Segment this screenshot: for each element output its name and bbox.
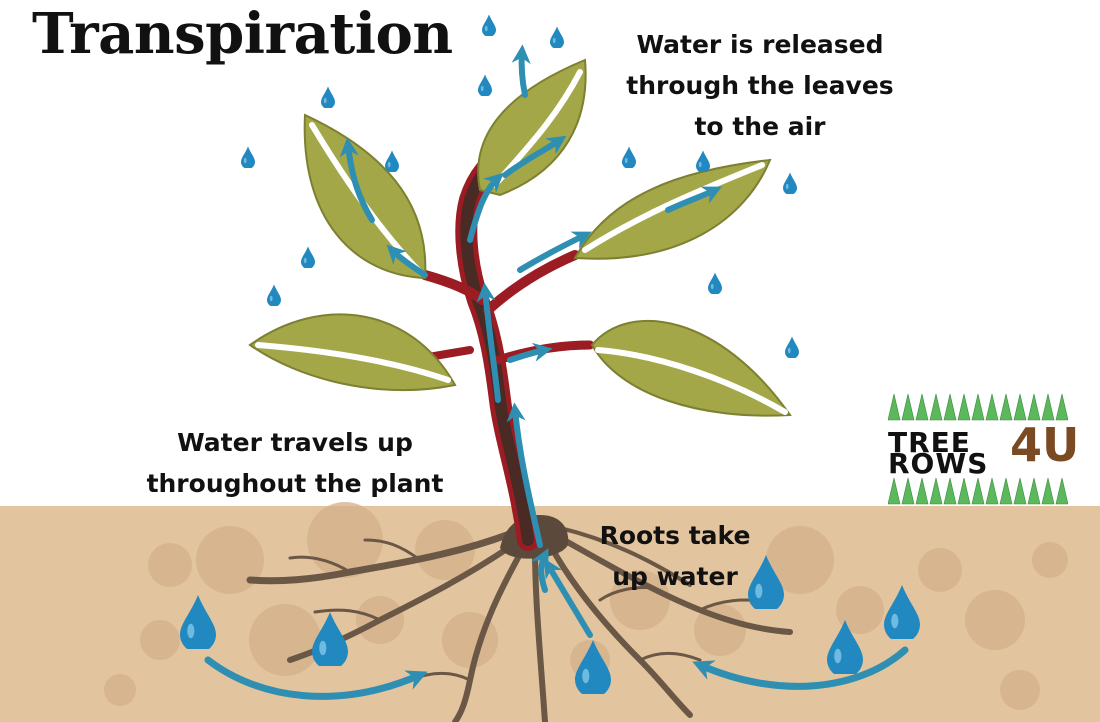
logo-line1: TREE bbox=[888, 426, 971, 459]
stem bbox=[381, 139, 595, 551]
leaf bbox=[248, 313, 457, 391]
roots-label: Roots take up water bbox=[599, 521, 751, 591]
water-flow-arrows bbox=[339, 44, 722, 638]
leaf bbox=[303, 113, 427, 280]
leaves-release-label: Water is released through the leaves to … bbox=[626, 30, 894, 141]
logo-line2: ROWS bbox=[888, 447, 989, 480]
logo-tree-rows bbox=[888, 393, 1068, 505]
water-travels-label: Water travels up throughout the plant bbox=[146, 428, 444, 498]
ground-arrows bbox=[204, 646, 909, 700]
treerows4u-logo: TREE ROWS 4U bbox=[888, 392, 1079, 508]
leaf bbox=[477, 58, 587, 197]
logo-suffix: 4U bbox=[1010, 418, 1080, 472]
diagram-title: Transpiration bbox=[32, 1, 453, 67]
